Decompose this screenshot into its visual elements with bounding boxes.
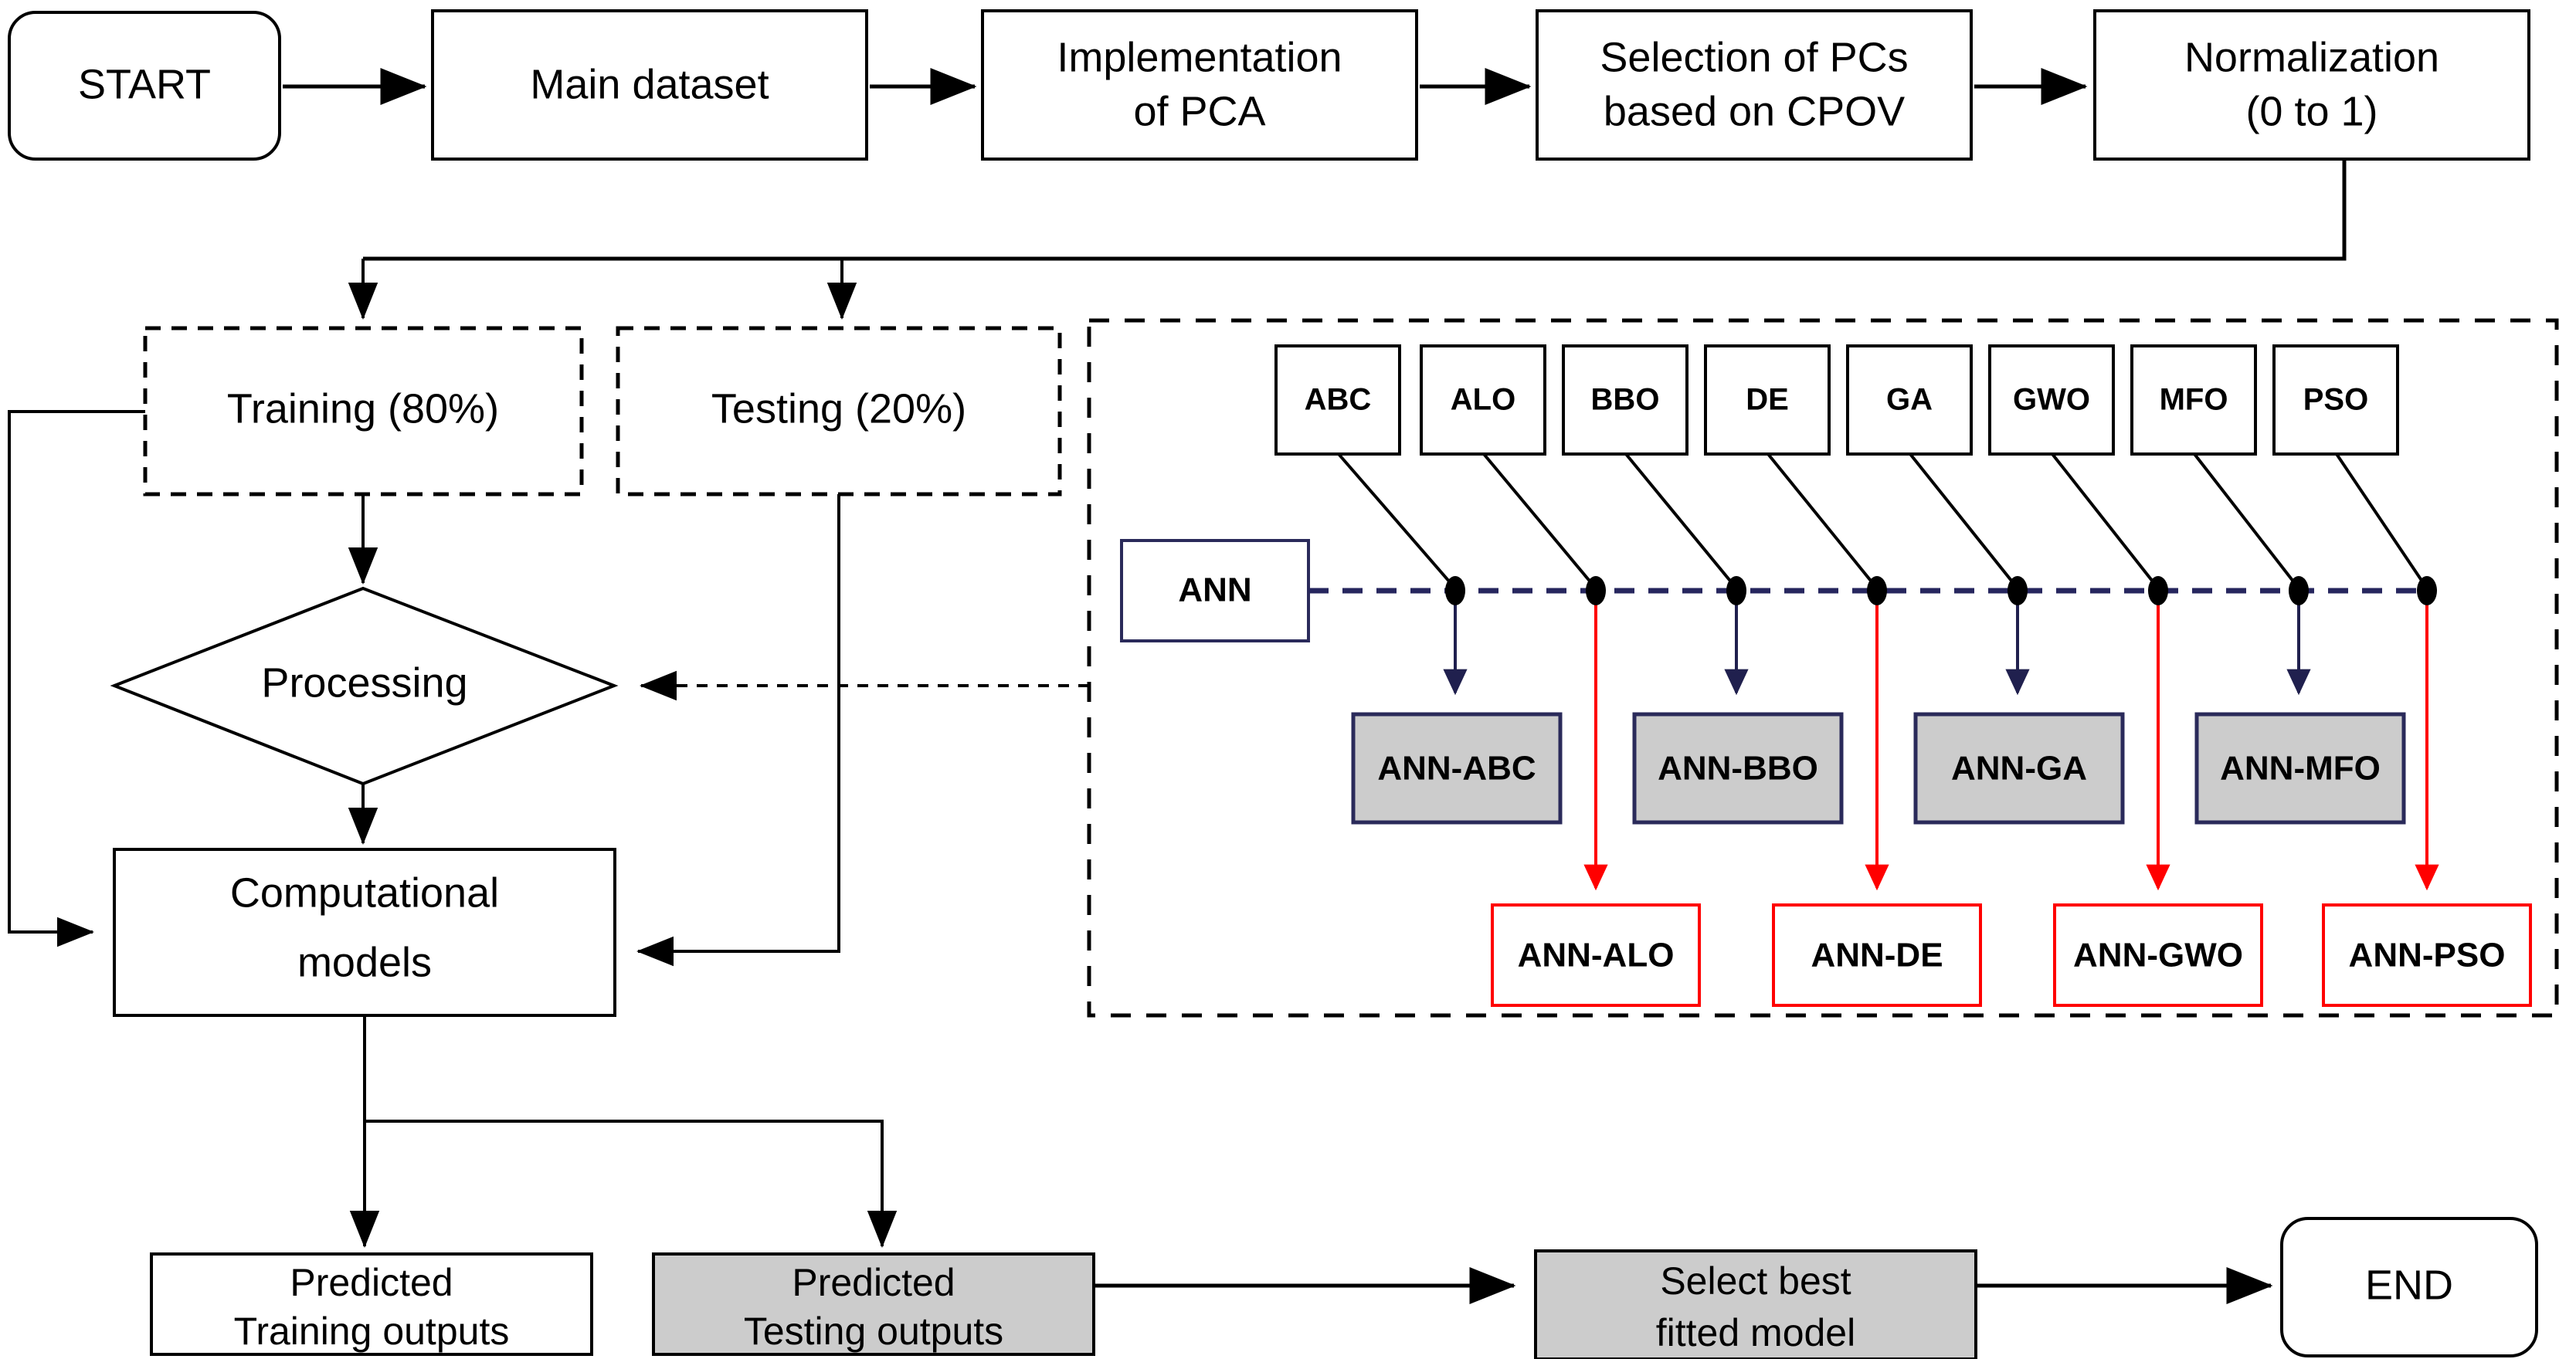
node-ann-alo[interactable]: ANN-ALO <box>1491 903 1701 1007</box>
node-normalization-label-line2: (0 to 1) <box>2245 88 2377 134</box>
hub-dot-de <box>1867 576 1887 605</box>
node-algorithm-abc-label: ABC <box>1305 383 1372 417</box>
node-ann-abc[interactable]: ANN-ABC <box>1351 712 1563 825</box>
node-normalization[interactable]: Normalization (0 to 1) <box>2093 9 2530 161</box>
node-pred-training-label-line1: Predicted <box>290 1261 453 1304</box>
node-algorithm-pso-label: PSO <box>2303 383 2368 417</box>
node-ann-ga[interactable]: ANN-GA <box>1913 712 2125 825</box>
node-algorithm-gwo-label: GWO <box>2013 383 2090 417</box>
hub-dot-pso <box>2417 576 2437 605</box>
node-pca-label-line2: of PCA <box>1133 88 1265 134</box>
edge-models-to-pred-testing <box>365 1120 898 1248</box>
node-pred-training-label-line2: Training outputs <box>234 1310 510 1353</box>
node-testing[interactable]: Testing (20%) <box>616 326 1062 496</box>
node-end-label: END <box>2365 1262 2453 1308</box>
edge-normalization-bus <box>363 159 2347 261</box>
node-algorithm-gwo[interactable]: GWO <box>1988 344 2115 456</box>
node-ann-pso[interactable]: ANN-PSO <box>2322 903 2532 1007</box>
hub-dot-ga <box>2008 576 2028 605</box>
node-start-label: START <box>78 61 211 107</box>
node-end[interactable]: END <box>2280 1217 2538 1357</box>
node-algorithm-de[interactable]: DE <box>1704 344 1831 456</box>
node-algorithm-mfo[interactable]: MFO <box>2130 344 2257 456</box>
node-start[interactable]: START <box>8 11 281 161</box>
node-models-label-line2: models <box>297 939 432 985</box>
node-main-dataset[interactable]: Main dataset <box>431 9 868 161</box>
node-ann-label: ANN <box>1178 571 1251 609</box>
node-select-label-line2: fitted model <box>1656 1311 1855 1354</box>
node-models-label-line1: Computational <box>230 869 499 916</box>
node-predicted-testing-outputs[interactable]: Predicted Testing outputs <box>652 1252 1095 1356</box>
node-main-dataset-label: Main dataset <box>530 61 769 107</box>
node-algorithm-mfo-label: MFO <box>2160 383 2228 417</box>
node-ann-mfo-label: ANN-MFO <box>2220 750 2381 788</box>
node-algorithm-de-label: DE <box>1746 383 1789 417</box>
node-algorithm-bbo[interactable]: BBO <box>1562 344 1688 456</box>
hub-dot-alo <box>1586 576 1606 605</box>
node-algorithm-pso[interactable]: PSO <box>2272 344 2399 456</box>
node-pred-testing-label-line1: Predicted <box>792 1261 955 1304</box>
edge-mfo-to-hub <box>2193 452 2300 590</box>
node-predicted-training-outputs[interactable]: Predicted Training outputs <box>150 1252 593 1356</box>
node-training-label: Training (80%) <box>227 385 499 432</box>
node-ann-ga-label: ANN-GA <box>1951 750 2087 788</box>
node-ann-bbo[interactable]: ANN-BBO <box>1632 712 1844 825</box>
node-normalization-label-line1: Normalization <box>2184 34 2439 80</box>
node-algorithm-alo[interactable]: ALO <box>1420 344 1546 456</box>
node-select-best-model[interactable]: Select best fitted model <box>1534 1249 1977 1359</box>
node-ann-de-label: ANN-DE <box>1811 937 1943 974</box>
node-implementation-pca[interactable]: Implementation of PCA <box>981 9 1418 161</box>
edge-training-feedback-to-models <box>8 410 145 947</box>
edge-bbo-to-hub <box>1624 452 1738 590</box>
node-ann-mfo[interactable]: ANN-MFO <box>2194 712 2406 825</box>
node-selection-pcs[interactable]: Selection of PCs based on CPOV <box>1536 9 1973 161</box>
edge-abc-to-hub <box>1337 452 1457 590</box>
node-algorithm-alo-label: ALO <box>1451 383 1515 417</box>
node-ann[interactable]: ANN <box>1120 539 1310 642</box>
edge-de-to-hub <box>1767 452 1879 590</box>
node-ann-gwo[interactable]: ANN-GWO <box>2053 903 2263 1007</box>
node-select-label-line1: Select best <box>1660 1259 1851 1303</box>
node-ann-alo-label: ANN-ALO <box>1518 937 1675 974</box>
node-training[interactable]: Training (80%) <box>143 326 584 496</box>
edge-pso-to-hub <box>2335 452 2428 590</box>
node-processing-decision[interactable]: Processing <box>110 586 619 786</box>
hub-dot-abc <box>1445 576 1465 605</box>
node-pcs-label-line2: based on CPOV <box>1604 88 1905 134</box>
node-computational-models[interactable]: Computational models <box>113 848 616 1017</box>
node-algorithm-ga[interactable]: GA <box>1846 344 1973 456</box>
hub-dot-bbo <box>1726 576 1746 605</box>
hub-dot-gwo <box>2148 576 2168 605</box>
node-algorithm-bbo-label: BBO <box>1591 383 1660 417</box>
edge-gwo-to-hub <box>2051 452 2160 590</box>
edge-ga-to-hub <box>1909 452 2019 590</box>
edge-testing-to-models <box>636 494 840 967</box>
node-pcs-label-line1: Selection of PCs <box>1600 34 1908 80</box>
node-ann-pso-label: ANN-PSO <box>2349 937 2506 974</box>
hub-dot-mfo <box>2289 576 2309 605</box>
node-ann-bbo-label: ANN-BBO <box>1658 750 1818 788</box>
node-ann-de[interactable]: ANN-DE <box>1772 903 1982 1007</box>
node-algorithm-ga-label: GA <box>1886 383 1933 417</box>
node-pred-testing-label-line2: Testing outputs <box>744 1310 1003 1353</box>
node-algorithm-abc[interactable]: ABC <box>1274 344 1401 456</box>
node-pca-label-line1: Implementation <box>1057 34 1342 80</box>
node-ann-abc-label: ANN-ABC <box>1377 750 1536 788</box>
node-processing-label: Processing <box>261 659 467 706</box>
node-testing-label: Testing (20%) <box>711 385 966 432</box>
node-ann-gwo-label: ANN-GWO <box>2073 937 2243 974</box>
edge-alo-to-hub <box>1482 452 1597 590</box>
